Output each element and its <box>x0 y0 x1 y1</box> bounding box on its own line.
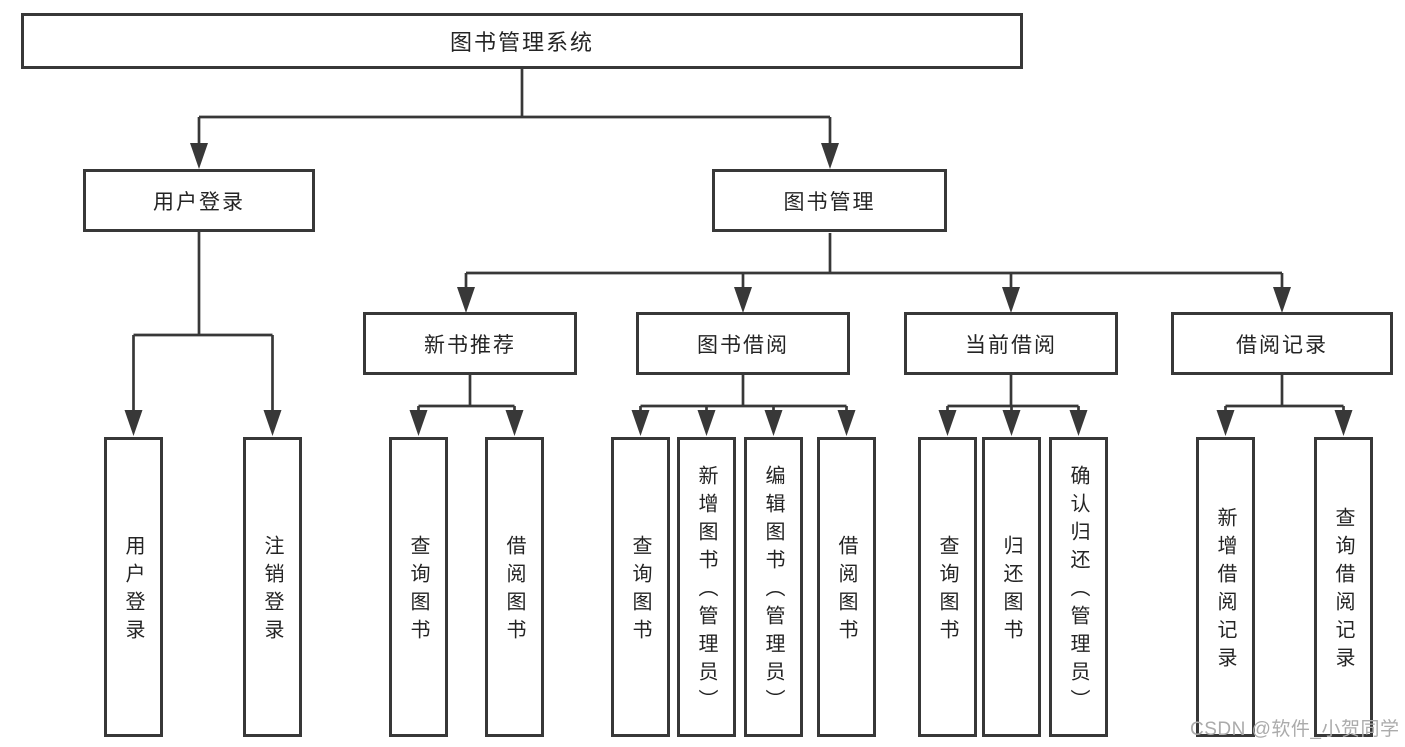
node-borrowing-records: 借阅记录 <box>1171 312 1393 375</box>
leaf-logout: 注销登录 <box>243 437 302 737</box>
leaf-br-query-record: 查询借阅记录 <box>1314 437 1373 737</box>
leaf-nr-query-books: 查询图书 <box>389 437 448 737</box>
leaf-br-add-record: 新增借阅记录 <box>1196 437 1255 737</box>
leaf-cb-return-books-label: 归还图书 <box>1000 535 1022 647</box>
node-user-login: 用户登录 <box>83 169 315 232</box>
leaf-bb-query-books: 查询图书 <box>611 437 670 737</box>
leaf-logout-label: 注销登录 <box>261 535 283 647</box>
leaf-cb-query-books: 查询图书 <box>918 437 977 737</box>
leaf-cb-query-books-label: 查询图书 <box>936 535 958 647</box>
leaf-user-login: 用户登录 <box>104 437 163 737</box>
node-root: 图书管理系统 <box>21 13 1023 69</box>
leaf-bb-add-books-admin: 新增图书（管理员） <box>677 437 736 737</box>
csdn-watermark: CSDN @软件_小贺同学 <box>1190 719 1400 740</box>
leaf-br-query-record-label: 查询借阅记录 <box>1332 507 1354 675</box>
node-new-book-recommendation: 新书推荐 <box>363 312 577 375</box>
leaf-nr-borrow-books-label: 借阅图书 <box>503 535 525 647</box>
leaf-bb-edit-books-admin: 编辑图书（管理员） <box>744 437 803 737</box>
leaf-bb-query-books-label: 查询图书 <box>629 535 651 647</box>
node-book-borrowing: 图书借阅 <box>636 312 850 375</box>
leaf-bb-borrow-books: 借阅图书 <box>817 437 876 737</box>
leaf-cb-confirm-return-admin: 确认归还（管理员） <box>1049 437 1108 737</box>
leaf-bb-add-books-admin-label: 新增图书（管理员） <box>695 465 717 717</box>
leaf-cb-confirm-return-admin-label: 确认归还（管理员） <box>1067 465 1089 717</box>
leaf-bb-edit-books-admin-label: 编辑图书（管理员） <box>762 465 784 717</box>
leaf-user-login-label: 用户登录 <box>122 535 144 647</box>
leaf-br-add-record-label: 新增借阅记录 <box>1214 507 1236 675</box>
leaf-bb-borrow-books-label: 借阅图书 <box>835 535 857 647</box>
leaf-nr-query-books-label: 查询图书 <box>407 535 429 647</box>
node-current-borrowing: 当前借阅 <box>904 312 1118 375</box>
leaf-nr-borrow-books: 借阅图书 <box>485 437 544 737</box>
leaf-cb-return-books: 归还图书 <box>982 437 1041 737</box>
node-book-management: 图书管理 <box>712 169 947 232</box>
